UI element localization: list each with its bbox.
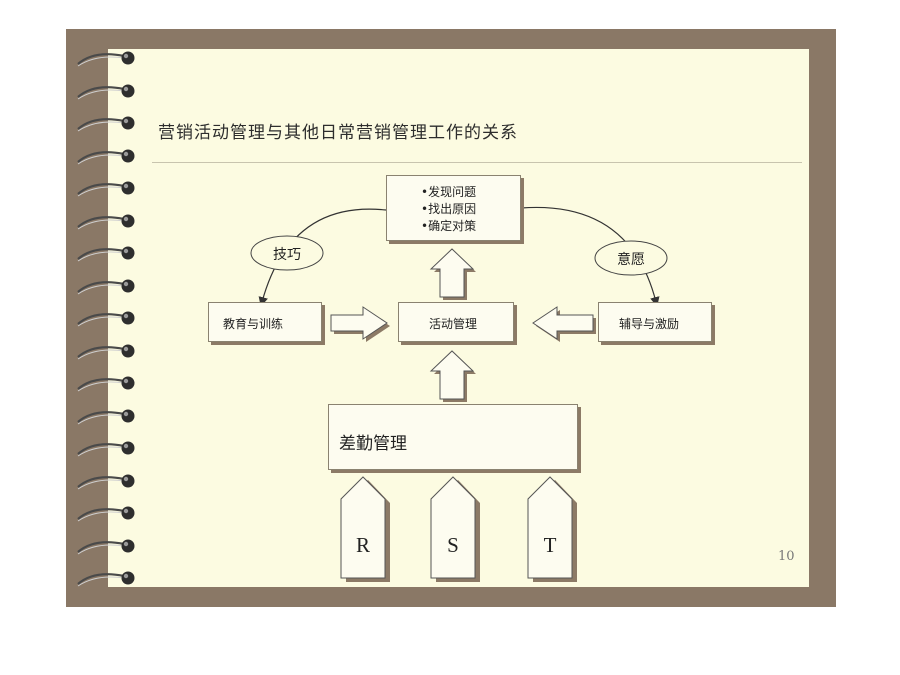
spiral-ring — [77, 51, 135, 67]
tag-s — [430, 476, 480, 582]
will-ellipse — [594, 240, 668, 276]
attendance-box: 差勤管理 — [328, 404, 578, 470]
skill-ellipse — [250, 235, 324, 271]
spiral-ring — [77, 84, 135, 99]
spiral-ring — [77, 539, 135, 554]
problem-list: •发现问题 •找出原因 •确定对策 — [387, 176, 520, 235]
problem-item: •发现问题 — [421, 185, 477, 199]
skill-label: 技巧 — [273, 247, 301, 263]
spiral-ring — [77, 181, 135, 197]
arc-left — [258, 208, 387, 307]
problem-box: •发现问题 •找出原因 •确定对策 — [386, 175, 521, 241]
coaching-label: 辅导与激励 — [619, 317, 680, 331]
spiral-ring — [77, 116, 135, 132]
spiral-ring — [77, 441, 135, 457]
spiral-ring — [77, 571, 135, 587]
activity-label: 活动管理 — [429, 317, 478, 331]
spiral-ring — [77, 246, 135, 262]
activity-box: 活动管理 — [398, 302, 514, 342]
education-box: 教育与训练 — [208, 302, 322, 342]
will-label: 意愿 — [617, 251, 645, 268]
spiral-ring — [77, 214, 135, 229]
right-arrow — [330, 306, 390, 342]
spiral-ring — [77, 279, 135, 294]
problem-item: •找出原因 — [421, 202, 477, 216]
spiral-ring — [77, 409, 135, 424]
tag-r-label: R — [356, 533, 370, 557]
page-number: 10 — [778, 549, 795, 564]
tag-t — [527, 476, 577, 582]
spiral-ring — [77, 311, 135, 327]
attendance-label: 差勤管理 — [339, 434, 407, 454]
slide-title: 营销活动管理与其他日常营销管理工作的关系 — [158, 123, 518, 143]
tag-s-label: S — [447, 533, 459, 557]
spiral-ring — [77, 474, 135, 489]
tag-t-label: T — [544, 533, 557, 557]
left-arrow — [532, 306, 596, 342]
spiral-ring — [77, 344, 135, 359]
spiral-ring — [77, 149, 135, 164]
up-arrow-top — [429, 248, 476, 300]
coaching-box: 辅导与激励 — [598, 302, 712, 342]
problem-item: •确定对策 — [421, 219, 477, 233]
spiral-ring — [77, 376, 135, 392]
up-arrow-bottom — [429, 350, 476, 402]
education-label: 教育与训练 — [223, 317, 284, 331]
tag-r — [340, 476, 390, 582]
title-divider — [152, 162, 802, 163]
arc-right — [520, 206, 660, 307]
spiral-ring — [77, 506, 135, 522]
